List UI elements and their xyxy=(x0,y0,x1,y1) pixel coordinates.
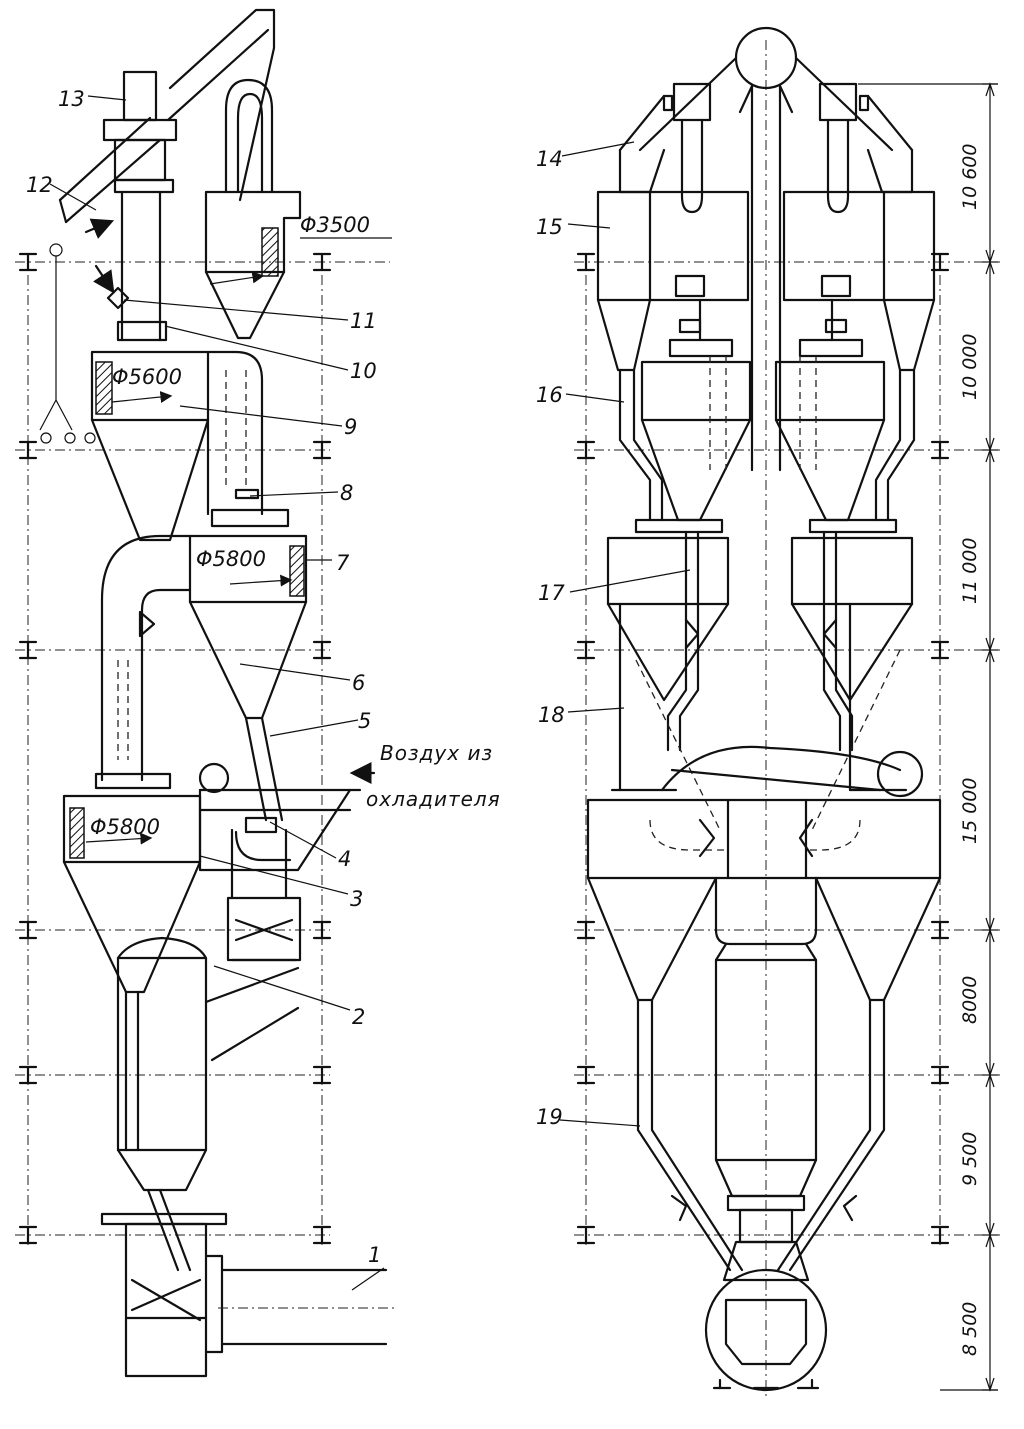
diameter-5600: Φ5600 xyxy=(112,365,182,389)
dim-11000: 11 000 xyxy=(959,538,981,604)
callout-6: 6 xyxy=(352,671,365,695)
diameter-3500: Φ3500 xyxy=(300,213,370,237)
callout-11: 11 xyxy=(350,309,377,333)
air-label-line2: охладителя xyxy=(366,787,501,811)
callout-7: 7 xyxy=(336,551,350,575)
callout-17: 17 xyxy=(538,581,565,605)
dim-15000: 15 000 xyxy=(959,778,981,844)
callout-13: 13 xyxy=(58,87,85,111)
callout-19: 19 xyxy=(536,1105,563,1129)
callout-3: 3 xyxy=(350,887,363,911)
dim-10000: 10 000 xyxy=(959,334,981,400)
diameter-5800-lower: Φ5800 xyxy=(90,815,160,839)
gas-duct-13 xyxy=(122,70,158,122)
dim-8500: 8 500 xyxy=(959,1302,981,1356)
diameter-labels: Φ3500 Φ5600 Φ5800 Φ5800 xyxy=(90,213,392,839)
dim-10600: 10 600 xyxy=(959,144,981,210)
callout-12: 12 xyxy=(26,173,53,197)
callout-16: 16 xyxy=(536,383,563,407)
callouts: 1 2 3 4 5 6 7 8 9 10 11 12 13 14 15 16 1… xyxy=(26,87,691,1291)
callout-5: 5 xyxy=(358,709,371,733)
callout-8: 8 xyxy=(340,481,353,505)
callout-4: 4 xyxy=(338,847,351,871)
diameter-5800-upper: Φ5800 xyxy=(196,547,266,571)
callout-9: 9 xyxy=(344,415,357,439)
callout-1: 1 xyxy=(368,1243,381,1267)
dimension-chain: 10 600 10 000 11 000 15 000 8000 9 500 8… xyxy=(858,82,998,1392)
callout-18: 18 xyxy=(538,703,565,727)
callout-15: 15 xyxy=(536,215,563,239)
left-elevation xyxy=(58,8,396,1378)
callout-2: 2 xyxy=(352,1005,365,1029)
dim-8000: 8000 xyxy=(959,976,981,1024)
right-elevation xyxy=(574,26,1000,1400)
callout-10: 10 xyxy=(350,359,377,383)
air-from-cooler-note: Воздух из охладителя xyxy=(349,741,501,811)
air-label-line1: Воздух из xyxy=(380,741,493,765)
hoist xyxy=(39,243,96,444)
dim-9500: 9 500 xyxy=(959,1132,981,1186)
callout-14: 14 xyxy=(536,147,563,171)
left-floor-levels xyxy=(15,252,390,1245)
